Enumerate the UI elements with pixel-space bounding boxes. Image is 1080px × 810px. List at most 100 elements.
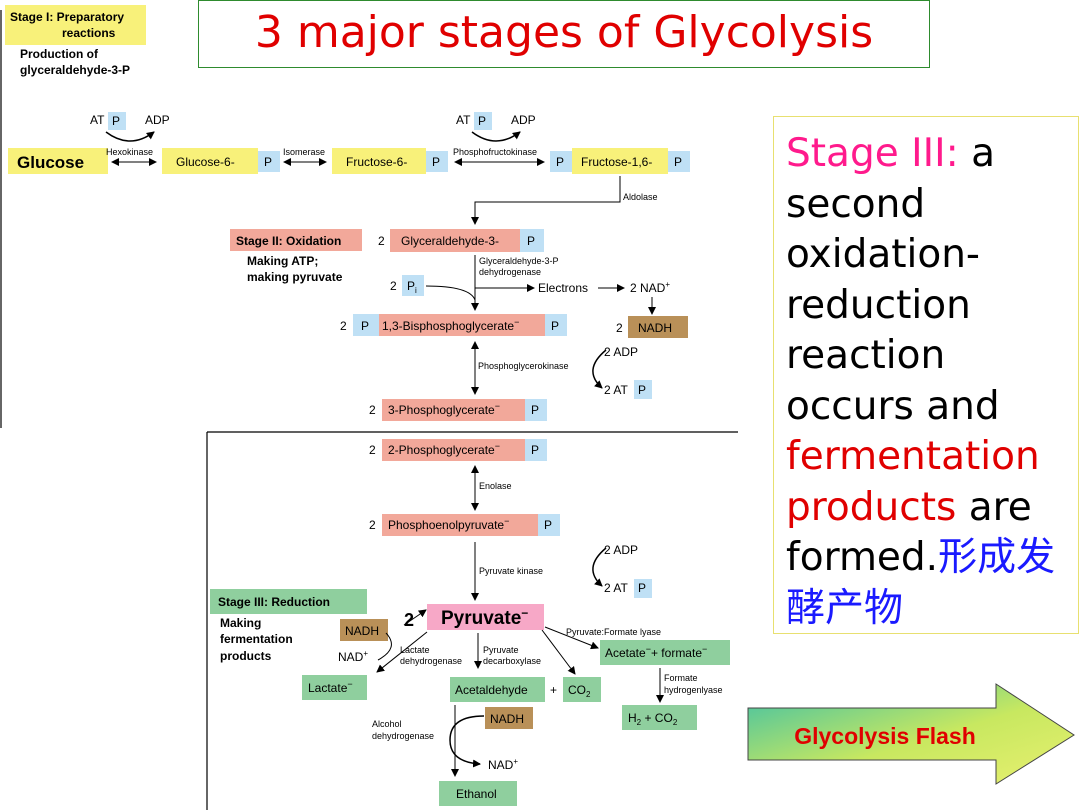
phosphate-box	[545, 314, 567, 336]
pg3-coeff: 2	[369, 403, 376, 417]
g3pdh-label-2: dehydrogenase	[479, 267, 541, 277]
stage3-description-fermentation: fermentation products	[786, 434, 1040, 530]
pdc-label-2: decarboxylase	[483, 656, 541, 666]
co2-arrow	[541, 629, 576, 675]
stage3-description-label: Stage III:	[786, 131, 959, 176]
phosphate-label: P	[544, 518, 552, 532]
phosphate-label: P	[478, 114, 486, 128]
stage3-label-box	[210, 589, 367, 614]
atp2-label: 2 AT	[604, 383, 628, 397]
electrons-label: Electrons	[538, 281, 588, 295]
stage2-label-box	[230, 229, 362, 251]
fructose6-label: Fructose-6-	[346, 155, 407, 169]
enolase-label: Enolase	[479, 481, 512, 491]
phosphate-label: P	[531, 443, 539, 457]
phosphate-label: P	[531, 403, 539, 417]
glycolysis-flash-button[interactable]	[747, 683, 1075, 785]
phosphate-label: P	[638, 383, 646, 397]
stage1-label-2: reactions	[62, 26, 116, 40]
pep-label: Phosphoenolpyruvate−	[388, 516, 509, 532]
nad-label: 2 NAD+	[630, 280, 670, 295]
adh-label-1: Alcohol	[372, 719, 402, 729]
stage3-description-chinese: 形成发酵产物	[786, 535, 1056, 631]
bpg-box	[379, 314, 545, 336]
phosphate-label: P	[432, 155, 440, 169]
phosphate-box	[668, 151, 690, 172]
phosphate-box	[550, 151, 572, 172]
ldh-label-2: dehydrogenase	[400, 656, 462, 666]
glucose-label: Glucose	[17, 153, 84, 172]
pi-coeff: 2	[390, 279, 397, 293]
phosphate-box	[474, 112, 492, 130]
pyruvate-box	[427, 604, 544, 630]
nadh-coeff: 2	[616, 321, 623, 335]
phosphate-label: P	[527, 234, 535, 248]
pep-box	[382, 514, 538, 536]
pk-curve-arrow	[592, 547, 607, 587]
fhl-label-2: hydrogenlyase	[664, 685, 723, 695]
h2-co2-box	[622, 705, 697, 730]
stage2-sub-2: making pyruvate	[247, 270, 343, 284]
stage3-sub-1: Making	[220, 616, 261, 630]
ldh-arrow	[376, 631, 428, 673]
glucose6-box	[162, 148, 258, 174]
co2-box	[563, 677, 601, 702]
adp2-label: 2 ADP	[604, 345, 638, 359]
nadh-label: NADH	[490, 712, 524, 726]
ldh-nadh-curve	[377, 632, 392, 661]
phosphate-label: P	[112, 114, 120, 128]
pg2-box	[382, 439, 525, 461]
stage3-description-part1: a second oxidation-reduction reaction oc…	[786, 131, 1000, 429]
acetate-formate-label: Acetate−+ formate−	[605, 644, 707, 660]
pyruvate-label: Pyruvate−	[441, 606, 528, 629]
nadh-label: NADH	[638, 321, 672, 335]
phosphate-label: P	[551, 319, 559, 333]
phosphate-box	[538, 514, 560, 536]
atp3-label: 2 AT	[604, 581, 628, 595]
stage3-sub-2: fermentation	[220, 632, 293, 646]
nad-out-label: NAD+	[488, 757, 518, 772]
phosphate-label: P	[674, 155, 682, 169]
pyruvate-coeff: 2	[404, 610, 414, 630]
phosphate-box	[108, 112, 126, 130]
atp-label-2: AT	[456, 113, 471, 127]
pg2-coeff: 2	[369, 443, 376, 457]
ethanol-box	[439, 781, 517, 806]
aldolase-arrow	[471, 176, 621, 225]
acetate-formate-box	[600, 640, 730, 665]
pfl-arrow	[544, 626, 599, 650]
pep-coeff: 2	[369, 518, 376, 532]
adp-label-1: ADP	[145, 113, 170, 127]
pyruvate-input-arrow	[403, 609, 427, 626]
pdc-label-1: Pyruvate	[483, 645, 519, 655]
pg2-label: 2-Phosphoglycerate−	[388, 441, 500, 457]
stage3-label: Stage III: Reduction	[218, 595, 330, 609]
stage1-label-box	[5, 5, 146, 45]
phosphate-box	[520, 229, 544, 252]
phosphate-label: P	[361, 319, 369, 333]
co2-label: CO2	[568, 683, 591, 699]
phosphate-box	[634, 579, 652, 598]
stage1-label: Stage I: Preparatory	[10, 10, 124, 24]
pk-label: Pyruvate kinase	[479, 566, 543, 576]
adp-label-2: ADP	[511, 113, 536, 127]
phosphate-box	[426, 151, 448, 172]
stage1-sub-1: Production of	[20, 47, 99, 61]
pi-label: Pi	[407, 279, 417, 295]
lactate-box	[302, 675, 367, 700]
bpg-label: 1,3-Bisphosphoglycerate−	[382, 317, 519, 333]
stage2-label: Stage II: Oxidation	[236, 234, 341, 248]
phosphate-box	[525, 439, 547, 461]
nadh-label: NADH	[345, 624, 379, 638]
nadh-box	[485, 707, 533, 729]
phosphate-label: P	[638, 581, 646, 595]
hexokinase-curve-arrow	[105, 131, 155, 142]
pfk-curve-arrow	[471, 131, 521, 142]
ethanol-label: Ethanol	[456, 787, 497, 801]
phosphate-box	[525, 399, 547, 421]
atp-label-1: AT	[90, 113, 105, 127]
aldolase-label: Aldolase	[623, 192, 658, 202]
fructose16-label: Fructose-1,6-	[581, 155, 652, 169]
pg3-label: 3-Phosphoglycerate−	[388, 401, 500, 417]
